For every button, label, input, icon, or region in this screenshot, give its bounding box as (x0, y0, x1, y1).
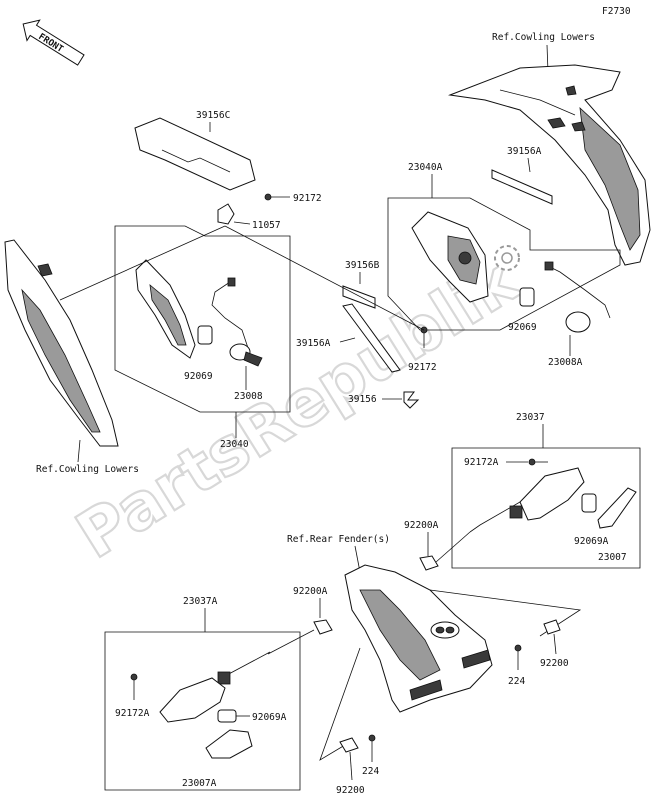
label-39156C: 39156C (196, 110, 230, 121)
screw-92172A-left-part (130, 673, 138, 700)
ref-cowling-lowers-top: Ref.Cowling Lowers (492, 32, 595, 43)
label-92172-mid: 92172 (408, 362, 437, 373)
label-92069A-right: 92069A (574, 536, 609, 547)
label-11057: 11057 (252, 220, 281, 231)
turn-signal-rear-left-part (159, 651, 271, 723)
label-92200-bottom: 92200 (336, 785, 365, 796)
bracket-11057-part (217, 203, 235, 225)
ref-cowling-lowers-left: Ref.Cowling Lowers (36, 464, 139, 475)
gear-icon (494, 245, 520, 271)
pad-39156A-left-part (342, 303, 401, 373)
label-92200-right: 92200 (540, 658, 569, 669)
label-92172A-left: 92172A (115, 708, 150, 719)
clip-92200-right-part (543, 619, 561, 635)
front-arrow-icon: FRONT (22, 19, 85, 66)
turn-signal-front-left-part (135, 259, 196, 359)
box-23037 (451, 447, 641, 569)
box-23037A (104, 631, 301, 791)
lens-23007-part (597, 487, 637, 529)
clip-92200A-right-part (419, 555, 439, 571)
label-23008A: 23008A (548, 357, 583, 368)
cowling-lower-right-part (448, 64, 651, 266)
bulb-92069A-left-part (217, 709, 237, 723)
bulb-92069-right-part (519, 287, 535, 307)
label-39156A-left: 39156A (296, 338, 331, 349)
label-23040A: 23040A (408, 162, 443, 173)
screw-224-right-part (514, 644, 522, 670)
label-23040: 23040 (220, 439, 249, 450)
bulb-92069A-right-part (581, 493, 597, 513)
screw-92172-top-part (264, 193, 290, 201)
label-92200A-right: 92200A (404, 520, 439, 531)
socket-23008-part (211, 277, 263, 367)
box-23040 (114, 225, 291, 413)
socket-23008A-part (544, 261, 611, 333)
pad-39156C-part (134, 117, 256, 191)
label-92069-right: 92069 (508, 322, 537, 333)
ref-rear-fender: Ref.Rear Fender(s) (287, 534, 390, 545)
bulb-92069-left-part (197, 325, 213, 345)
lens-23007A-part (205, 729, 253, 759)
label-39156A-top: 39156A (507, 146, 542, 157)
label-92200A-left: 92200A (293, 586, 328, 597)
label-92069A-left: 92069A (252, 712, 287, 723)
rear-fender-part (344, 564, 493, 713)
cowling-lower-left-part (4, 239, 119, 447)
pad-39156A-part (491, 169, 553, 205)
label-39156B: 39156B (345, 260, 380, 271)
pad-39156-part (403, 391, 420, 409)
figure-code: F2730 (602, 6, 631, 17)
turn-signal-front-right-part (411, 211, 489, 303)
label-23008: 23008 (234, 391, 263, 402)
label-92172A-right: 92172A (464, 457, 499, 468)
label-92172-top: 92172 (293, 193, 322, 204)
label-224-right: 224 (508, 676, 525, 687)
label-23037A: 23037A (183, 596, 218, 607)
label-23007A: 23007A (182, 778, 217, 789)
screw-224-bottom-part (368, 734, 376, 762)
screw-92172A-right-part (528, 458, 548, 466)
label-23007: 23007 (598, 552, 627, 563)
turn-signal-rear-right-part (469, 467, 585, 533)
box-23040A (387, 197, 621, 331)
label-92069-left: 92069 (184, 371, 213, 382)
clip-92200-bottom-part (339, 737, 359, 753)
clip-92200A-left-part (313, 619, 333, 635)
label-224-bottom: 224 (362, 766, 379, 777)
label-39156: 39156 (348, 394, 377, 405)
label-23037: 23037 (516, 412, 545, 423)
